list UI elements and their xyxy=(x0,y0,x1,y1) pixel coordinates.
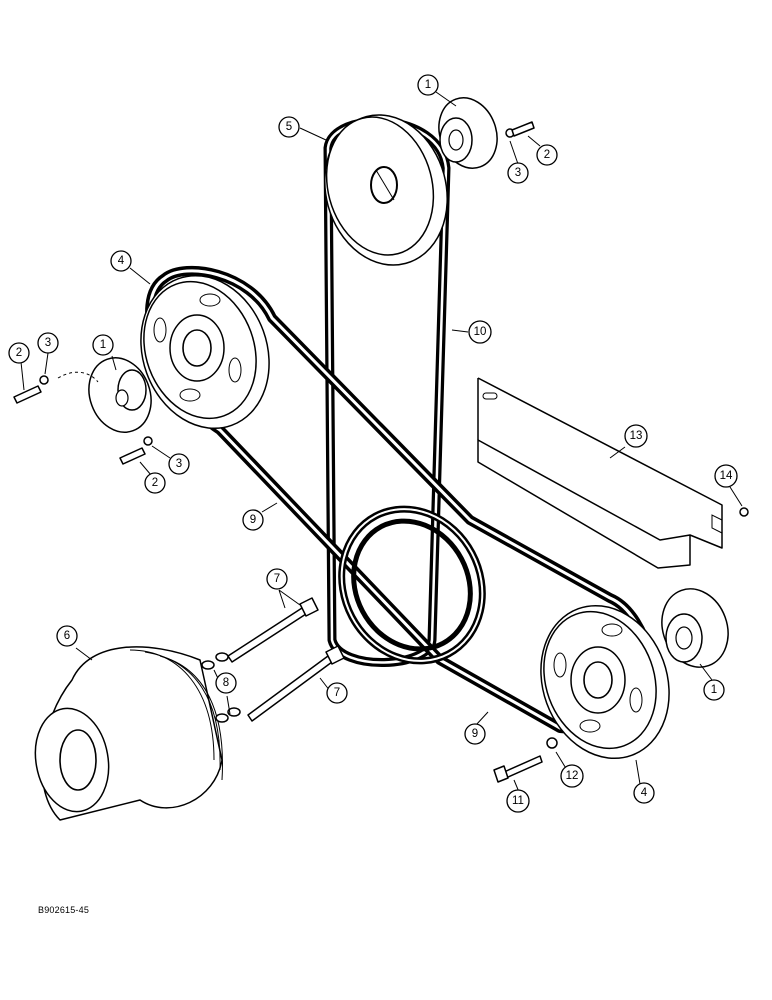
belt-inner-loops xyxy=(338,505,486,665)
callout-label: 1 xyxy=(711,684,717,696)
hub-1-top xyxy=(438,97,535,169)
callout-label: 1 xyxy=(425,79,431,91)
callout-label: 14 xyxy=(720,470,733,482)
callout-label: 5 xyxy=(286,121,292,133)
callout-8: 8 xyxy=(215,672,237,694)
pulley-4-lower xyxy=(540,604,670,760)
callout-10: 10 xyxy=(468,320,492,344)
callout-1-left: 1 xyxy=(92,334,114,356)
callout-label: 13 xyxy=(630,430,643,442)
callout-9-upper: 9 xyxy=(242,509,264,531)
callout-label: 12 xyxy=(566,770,579,782)
callout-6: 6 xyxy=(56,625,78,647)
callout-11: 11 xyxy=(506,789,530,813)
callout-label: 3 xyxy=(515,167,521,179)
callout-label: 3 xyxy=(176,458,182,470)
bolts-7-and-washers-8 xyxy=(201,597,345,723)
callout-7-upper: 7 xyxy=(266,568,288,590)
callout-label: 10 xyxy=(474,326,487,338)
hub-1-right xyxy=(661,588,729,668)
callout-label: 2 xyxy=(152,477,158,489)
callout-label: 6 xyxy=(64,630,70,642)
callout-label: 2 xyxy=(16,347,22,359)
figure-id: B902615-45 xyxy=(38,905,90,915)
hub-6 xyxy=(34,646,223,821)
callout-12: 12 xyxy=(560,764,584,788)
callout-7-lower: 7 xyxy=(326,682,348,704)
callout-label: 11 xyxy=(512,795,524,807)
hub-1-left xyxy=(13,357,153,465)
callout-4-upper: 4 xyxy=(110,250,132,272)
callout-label: 3 xyxy=(45,337,51,349)
leader-lines xyxy=(20,91,743,793)
callout-label: 9 xyxy=(472,728,478,740)
callout-1-right: 1 xyxy=(703,679,725,701)
callout-1-top: 1 xyxy=(417,74,439,96)
callout-2-lower-left: 2 xyxy=(144,472,166,494)
callout-5: 5 xyxy=(278,116,300,138)
callout-label: 1 xyxy=(100,339,106,351)
callout-3-lower-left: 3 xyxy=(168,453,190,475)
callout-label: 9 xyxy=(250,514,256,526)
bracket-13 xyxy=(477,377,749,569)
callout-label: 7 xyxy=(334,687,340,699)
callout-9-lower: 9 xyxy=(464,723,486,745)
callout-2-left: 2 xyxy=(8,342,30,364)
callout-label: 4 xyxy=(641,787,648,799)
callout-3-top: 3 xyxy=(507,162,529,184)
callout-4-lower: 4 xyxy=(633,782,655,804)
callout-label: 2 xyxy=(544,149,550,161)
pulley-5 xyxy=(324,114,448,266)
pulley-4-upper xyxy=(140,274,270,430)
bolt-11-nut-12 xyxy=(493,737,558,783)
callout-3-left: 3 xyxy=(37,332,59,354)
callout-label: 4 xyxy=(118,255,125,267)
callout-label: 7 xyxy=(274,573,280,585)
callout-2-top: 2 xyxy=(536,144,558,166)
callout-13: 13 xyxy=(624,424,648,448)
callout-14: 14 xyxy=(714,464,738,488)
callout-label: 8 xyxy=(223,677,229,689)
